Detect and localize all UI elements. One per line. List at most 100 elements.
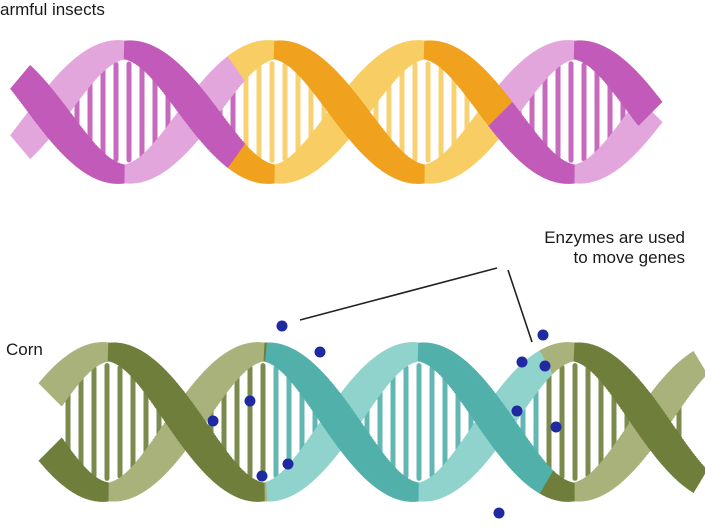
insect-dna-strand-segment	[170, 77, 173, 79]
insect-dna-strand-segment	[82, 70, 85, 72]
corn-dna-strand-segment	[222, 373, 225, 375]
insect-dna-strand-segment	[174, 81, 177, 83]
corn-dna-strand-segment	[366, 385, 369, 387]
insect-dna-strand-segment	[522, 141, 525, 143]
corn-dna-strand-segment	[368, 382, 371, 384]
insect-dna-strand-segment	[382, 70, 385, 72]
insect-dna-strand-segment	[636, 96, 639, 99]
corn-dna-strand-segment	[150, 466, 153, 468]
insect-dna-strand-segment	[508, 124, 511, 127]
corn-dna-strand-segment	[464, 461, 467, 463]
insect-dna-strand-segment	[320, 145, 323, 147]
insect-dna-strand-segment	[366, 134, 369, 136]
insect-dna-strand-segment	[634, 93, 637, 95]
corn-dna-strand-segment	[378, 470, 381, 472]
insect-dna-strand-segment	[510, 127, 513, 130]
corn-dna-strand-segment	[512, 445, 515, 448]
insect-dna-strand-segment	[524, 143, 527, 145]
corn-dna-strand-segment	[56, 457, 59, 459]
corn-dna-strand-segment	[646, 416, 649, 419]
corn-dna-strand-segment	[368, 459, 371, 461]
corn-dna-strand-segment	[640, 408, 643, 411]
insect-dna-strand-segment	[368, 85, 371, 87]
corn-dna-strand-segment	[148, 468, 151, 470]
corn-dna-strand-segment	[664, 441, 667, 444]
corn-dna-strand-segment	[498, 426, 501, 429]
insect-dna-strand-segment	[360, 127, 363, 130]
insect-dna-strand-segment	[334, 93, 337, 95]
insect-dna-strand-segment	[480, 133, 483, 135]
corn-dna-strand-segment	[68, 470, 71, 472]
corn-dna-strand-segment	[468, 385, 471, 387]
insect-dna-strand-segment	[376, 76, 379, 78]
corn-dna-strand-segment	[52, 390, 55, 393]
corn-dna-strand-segment	[202, 396, 205, 399]
insect-dna-strand-segment	[180, 133, 183, 135]
corn-dna-strand-segment	[314, 455, 317, 457]
corn-dna-strand-segment	[524, 381, 527, 383]
corn-dna-strand-segment	[158, 385, 161, 387]
insect-dna-strand-segment	[362, 92, 365, 94]
insect-dna-strand-segment	[190, 101, 193, 104]
corn-dna-strand-segment	[330, 408, 333, 411]
insect-dna-strand-segment	[210, 95, 213, 98]
corn-dna-strand-segment	[626, 389, 629, 392]
insect-dna-strand-segment	[364, 132, 367, 134]
corn-dna-strand-segment	[162, 390, 165, 393]
insect-dna-strand-segment	[70, 139, 73, 141]
insect-dna-strand-segment	[632, 131, 635, 133]
corn-dna-strand-segment	[328, 436, 331, 439]
insect-dna-strand-segment	[318, 147, 321, 149]
corn-dna-strand-segment	[170, 401, 173, 404]
corn-dna-strand-segment	[528, 377, 531, 379]
corn-dna-strand-segment	[206, 391, 209, 394]
insect-dna-strand-segment	[218, 136, 221, 138]
corn-dna-strand-segment	[56, 385, 59, 387]
corn-dna-strand-segment	[478, 398, 481, 401]
insect-dna-strand-segment	[192, 103, 195, 106]
corn-dna-strand-segment	[324, 399, 327, 402]
insect-dna-strand-segment	[358, 124, 361, 127]
corn-dna-strand-segment	[192, 432, 195, 435]
insect-dna-strand-segment	[164, 151, 167, 153]
insect-dna-strand-segment	[482, 91, 485, 93]
insect-dna-strand-segment	[518, 85, 521, 87]
corn-dna-strand-segment	[476, 446, 479, 449]
corn-dna-strand-segment	[200, 399, 203, 402]
insect-dna-strand-segment	[360, 95, 363, 98]
corn-dna-strand-segment	[66, 374, 69, 376]
corn-dna-strand-segment	[316, 453, 319, 456]
corn-dna-strand-segment	[212, 458, 215, 460]
corn-dna-strand-segment	[324, 442, 327, 445]
corn-dna-strand-segment	[188, 426, 191, 429]
corn-dna-strand-segment	[528, 465, 531, 467]
pointer-line-right	[508, 270, 532, 342]
insect-dna-strand-segment	[30, 88, 33, 90]
insect-dna-strand-segment	[332, 91, 335, 93]
corn-dna-strand-segment	[184, 420, 187, 423]
insect-dna-strand-segment	[472, 79, 475, 81]
insect-dna-strand-segment	[646, 109, 649, 112]
corn-dna-strand-segment	[326, 402, 329, 405]
insect-dna-strand-segment	[520, 139, 523, 141]
corn-dna-strand-segment	[220, 467, 223, 469]
corn-dna-strand-segment	[316, 389, 319, 392]
insect-dna-strand-segment	[346, 109, 349, 112]
insect-dna-strand-segment	[326, 84, 329, 86]
corn-dna-strand-segment	[210, 386, 213, 388]
insect-dna-strand-segment	[324, 140, 327, 142]
corn-dna-strand-segment	[642, 410, 645, 413]
insect-dna-strand-segment	[512, 92, 515, 94]
insect-dna-strand-segment	[166, 149, 169, 151]
corn-dna-strand-segment	[308, 462, 311, 464]
insect-dna-strand-segment	[514, 132, 517, 134]
corn-dna-strand-segment	[318, 391, 321, 394]
enzymes-label-line-1: Enzymes are used	[544, 228, 685, 248]
corn-dna-strand-segment	[358, 447, 361, 450]
insect-dna-strand-segment	[68, 85, 71, 87]
insect-dna-strand-segment	[618, 147, 621, 149]
corn-dna-strand-segment	[526, 379, 529, 381]
insect-dna-strand-segment	[20, 77, 23, 79]
insect-dna-strand-segment	[22, 79, 25, 81]
insect-dna-strand-segment	[176, 84, 179, 86]
